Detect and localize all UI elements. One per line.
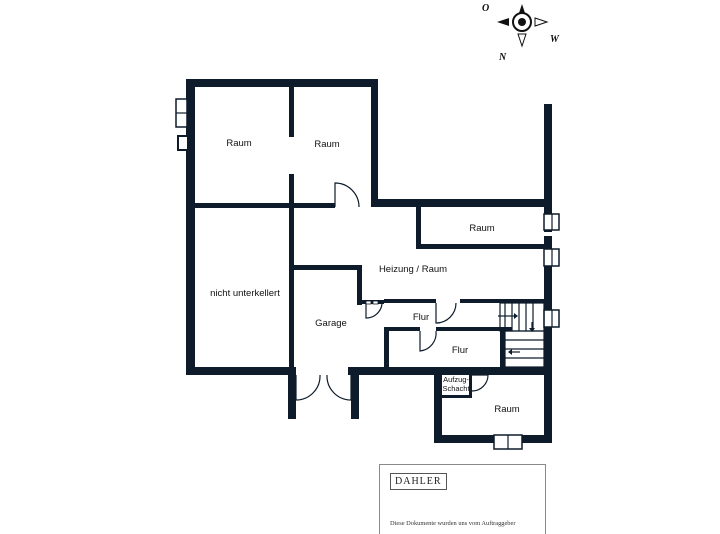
- branding-panel: DAHLER Diese Dokumente wurden uns vom Au…: [379, 464, 546, 534]
- room-label-garage: Garage: [315, 318, 347, 329]
- compass-east-label: O: [482, 3, 489, 14]
- room-label-heizung: Heizung / Raum: [379, 264, 447, 275]
- room-label-aufzug-line2: Schacht: [442, 384, 470, 393]
- windows: [175, 98, 560, 450]
- doors: [295, 182, 489, 401]
- room-label-flur-2: Flur: [452, 345, 468, 356]
- staircase: [498, 302, 545, 368]
- room-label-raum-3: Raum: [469, 223, 494, 234]
- room-label-raum-4: Raum: [494, 404, 519, 415]
- compass-west-label: W: [550, 34, 560, 45]
- room-label-flur-1: Flur: [413, 312, 429, 323]
- room-label-aufzug-line1: Aufzug-: [443, 375, 469, 384]
- room-label-raum-2: Raum: [314, 139, 339, 150]
- compass-north-label: N: [498, 52, 507, 63]
- disclaimer-text: Diese Dokumente wurden uns vom Auftragge…: [390, 520, 516, 527]
- room-label-raum-1: Raum: [226, 138, 251, 149]
- dahler-logo: DAHLER: [390, 473, 447, 490]
- room-label-nicht-unterkellert: nicht unterkellert: [210, 288, 280, 299]
- inner-walls: [195, 87, 544, 398]
- outer-walls: [186, 79, 552, 443]
- compass-rose: O W N: [482, 3, 560, 63]
